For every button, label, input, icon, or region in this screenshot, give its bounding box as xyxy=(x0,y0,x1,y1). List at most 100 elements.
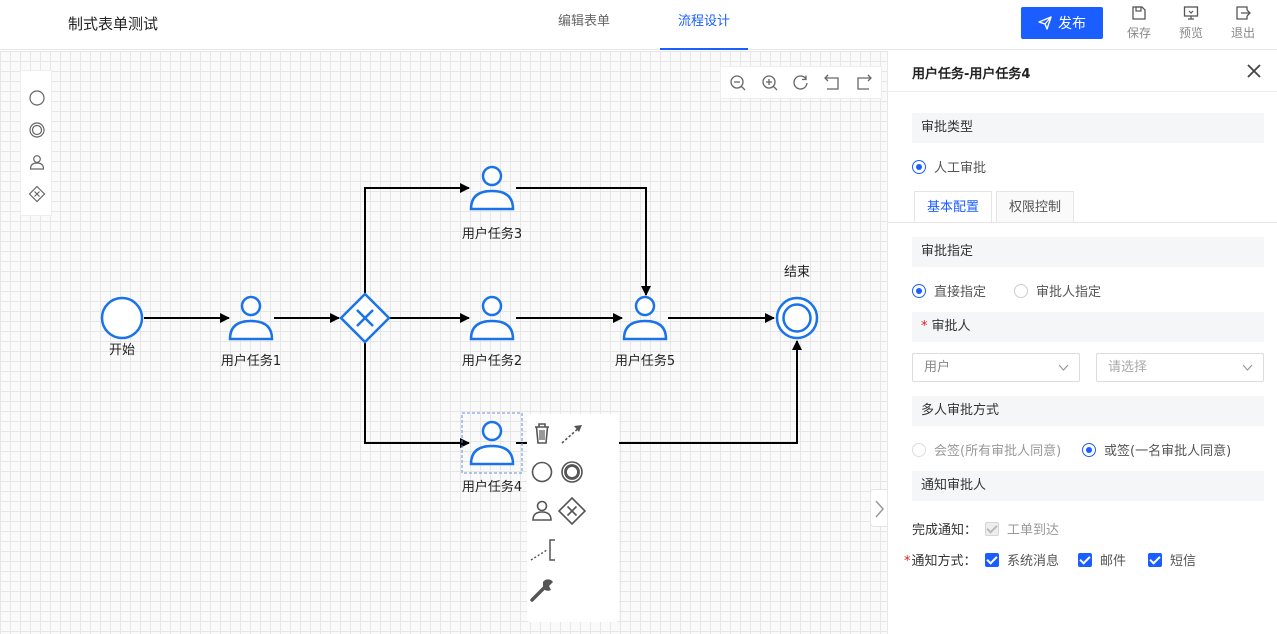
tab-basic-config[interactable]: 基本配置 xyxy=(914,191,992,223)
preview-label: 预览 xyxy=(1178,26,1203,40)
radio-dot xyxy=(912,442,926,457)
user-task-icon[interactable] xyxy=(527,496,557,526)
user-task-3[interactable] xyxy=(469,165,515,211)
radio-dot xyxy=(1082,442,1096,457)
start-event-icon[interactable] xyxy=(527,457,557,487)
required-mark: * xyxy=(921,319,928,334)
panel-toggle[interactable] xyxy=(870,489,887,527)
context-pad xyxy=(527,414,619,622)
radio-label: 会签(所有审批人同意) xyxy=(934,444,1062,459)
chevron-down-icon xyxy=(1058,364,1069,371)
start-event-icon[interactable] xyxy=(28,89,46,107)
approver-section: *审批人 xyxy=(912,312,1264,342)
annotation-icon[interactable] xyxy=(527,534,557,564)
assign-direct-radio[interactable]: 直接指定 xyxy=(912,281,986,300)
complete-notify-checkbox[interactable]: 工单到达 xyxy=(985,519,1059,538)
notify-system-message-checkbox[interactable]: 系统消息 xyxy=(985,550,1059,569)
zoom-in-icon[interactable] xyxy=(760,73,780,93)
redo-icon[interactable] xyxy=(854,73,874,93)
send-icon xyxy=(1038,16,1052,30)
exit-label: 退出 xyxy=(1230,26,1255,40)
panel-title: 用户任务-用户任务4 xyxy=(912,67,1031,82)
complete-notify-label: 完成通知： xyxy=(912,523,978,538)
divider xyxy=(888,91,1277,92)
or-sign-radio[interactable]: 或签(一名审批人同意) xyxy=(1082,440,1231,459)
flow-task3-task5[interactable] xyxy=(516,187,651,296)
radio-label: 或签(一名审批人同意) xyxy=(1104,444,1232,459)
diagram-canvas[interactable]: 开始 结束 用户任务1 用户任务3 用户任务2 xyxy=(0,51,887,634)
end-event[interactable] xyxy=(775,296,819,340)
checkbox-box xyxy=(1148,552,1162,567)
tab-edit-form[interactable]: 编辑表单 xyxy=(557,14,610,29)
notify-email-checkbox[interactable]: 邮件 xyxy=(1078,550,1126,569)
selection-box xyxy=(461,412,523,474)
multi-approval-section: 多人审批方式 xyxy=(912,396,1264,426)
save-label: 保存 xyxy=(1126,26,1151,40)
countersign-radio[interactable]: 会签(所有审批人同意) xyxy=(912,440,1061,459)
user-task-5[interactable] xyxy=(622,295,668,341)
checkbox-box xyxy=(985,552,999,567)
approver-title: 审批人 xyxy=(931,319,971,334)
checkbox-label: 工单到达 xyxy=(1007,523,1060,538)
bpmn-diagram: 开始 结束 用户任务1 用户任务3 用户任务2 xyxy=(100,165,819,495)
user-task-4[interactable] xyxy=(469,420,515,466)
reset-icon[interactable] xyxy=(791,73,811,93)
checkbox-box xyxy=(985,521,999,536)
notify-sms-checkbox[interactable]: 短信 xyxy=(1148,550,1196,569)
start-label: 开始 xyxy=(109,343,135,358)
task5-label: 用户任务5 xyxy=(615,353,675,369)
exit-button[interactable]: 退出 xyxy=(1226,5,1260,41)
approver-select[interactable]: 请选择 xyxy=(1096,353,1264,382)
start-event[interactable] xyxy=(100,296,144,340)
top-header: 制式表单测试 编辑表单 流程设计 发布 保存 预览 退出 xyxy=(0,0,1277,50)
task2-label: 用户任务2 xyxy=(462,353,522,369)
close-icon[interactable] xyxy=(1246,63,1262,79)
task1-label: 用户任务1 xyxy=(221,353,281,369)
connect-arrow-icon[interactable] xyxy=(557,418,587,448)
radio-label: 直接指定 xyxy=(934,285,987,300)
zoom-out-icon[interactable] xyxy=(728,73,748,93)
exclusive-gateway[interactable] xyxy=(339,292,391,344)
approver-type-select[interactable]: 用户 xyxy=(912,353,1080,382)
delete-icon[interactable] xyxy=(527,418,557,448)
notify-method-text: 通知方式： xyxy=(911,554,977,569)
gateway-icon[interactable] xyxy=(557,496,587,526)
notify-section: 通知审批人 xyxy=(912,471,1264,501)
flow-gateway-task3[interactable] xyxy=(364,183,470,293)
exit-icon xyxy=(1236,6,1251,20)
zoom-toolbar xyxy=(720,66,882,99)
assign-section: 审批指定 xyxy=(912,237,1264,267)
wrench-icon[interactable] xyxy=(527,574,557,604)
user-task-icon[interactable] xyxy=(28,153,46,171)
user-task-1[interactable] xyxy=(228,295,274,341)
chevron-down-icon xyxy=(1242,364,1253,371)
end-event-icon[interactable] xyxy=(557,457,587,487)
app-title: 制式表单测试 xyxy=(68,15,159,33)
save-button[interactable]: 保存 xyxy=(1122,5,1156,41)
flow-gateway-task4[interactable] xyxy=(364,343,470,448)
preview-icon xyxy=(1183,6,1199,20)
radio-dot xyxy=(912,159,926,174)
tab-permission-control[interactable]: 权限控制 xyxy=(996,191,1074,223)
publish-label: 发布 xyxy=(1058,16,1086,32)
checkbox-label: 邮件 xyxy=(1100,554,1127,569)
tab-underline xyxy=(888,222,1277,223)
radio-label: 人工审批 xyxy=(934,161,987,176)
end-event-icon[interactable] xyxy=(28,121,46,139)
select-value: 用户 xyxy=(924,360,951,375)
approval-type-manual-radio[interactable]: 人工审批 xyxy=(912,157,986,176)
tab-flow-design[interactable]: 流程设计 xyxy=(660,0,748,50)
chevron-right-icon xyxy=(875,500,884,518)
element-palette xyxy=(20,70,52,216)
end-label: 结束 xyxy=(784,265,810,280)
checkbox-label: 短信 xyxy=(1170,554,1197,569)
publish-button[interactable]: 发布 xyxy=(1021,7,1103,39)
user-task-2[interactable] xyxy=(469,295,515,341)
approval-type-section: 审批类型 xyxy=(912,113,1264,143)
preview-button[interactable]: 预览 xyxy=(1174,5,1208,41)
gateway-icon[interactable] xyxy=(28,185,46,203)
assign-by-approver-radio[interactable]: 审批人指定 xyxy=(1014,281,1101,300)
undo-icon[interactable] xyxy=(822,73,842,93)
checkbox-label: 系统消息 xyxy=(1007,554,1060,569)
select-placeholder: 请选择 xyxy=(1108,360,1148,375)
